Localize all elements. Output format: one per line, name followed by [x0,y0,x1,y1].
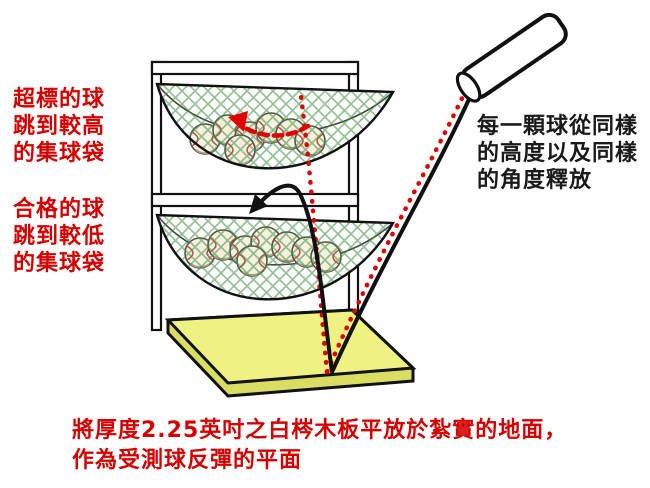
net-lower [157,215,393,300]
rack-shelf-top [150,60,360,76]
arrowhead-red [228,111,248,132]
trajectories [228,87,472,375]
bag-outline-upper [155,82,396,170]
label-line: 作為受測球反彈的平面 [72,448,303,473]
label-line: 的集球袋 [13,251,106,276]
label-overstandard-balls: 超標的球 跳到較高 的集球袋 [13,86,105,167]
trajectory-descent-red [324,87,469,375]
collection-bag-upper [155,82,396,170]
label-line: 的集球袋 [13,141,106,166]
release-tube [455,12,568,103]
label-line: 超標的球 [13,87,106,112]
label-line: 每一顆球從同樣 [477,114,639,139]
label-line: 的角度釋放 [477,168,593,193]
trajectory-bounce-low-black [254,183,334,374]
bag-outline-lower [155,213,396,301]
label-release-condition: 每一顆球從同樣 的高度以及同樣 的角度釋放 [477,113,638,194]
label-line: 的高度以及同樣 [477,141,639,166]
label-line: 將厚度2.25英吋之白梣木板平放於紮實的地面， [72,418,568,443]
tube-mouth [455,71,482,103]
net-upper [157,84,393,169]
white-ash-board [164,308,417,398]
collection-bag-lower [155,213,396,301]
label-board-caption: 將厚度2.25英吋之白梣木板平放於紮實的地面， 作為受測球反彈的平面 [72,416,567,476]
label-line: 合格的球 [13,197,106,222]
label-line: 跳到較低 [13,224,106,249]
trajectory-descent-black [330,95,472,374]
arrowhead-black [249,194,268,214]
label-line: 跳到較高 [13,114,106,139]
label-qualified-balls: 合格的球 跳到較低 的集球袋 [13,196,105,277]
